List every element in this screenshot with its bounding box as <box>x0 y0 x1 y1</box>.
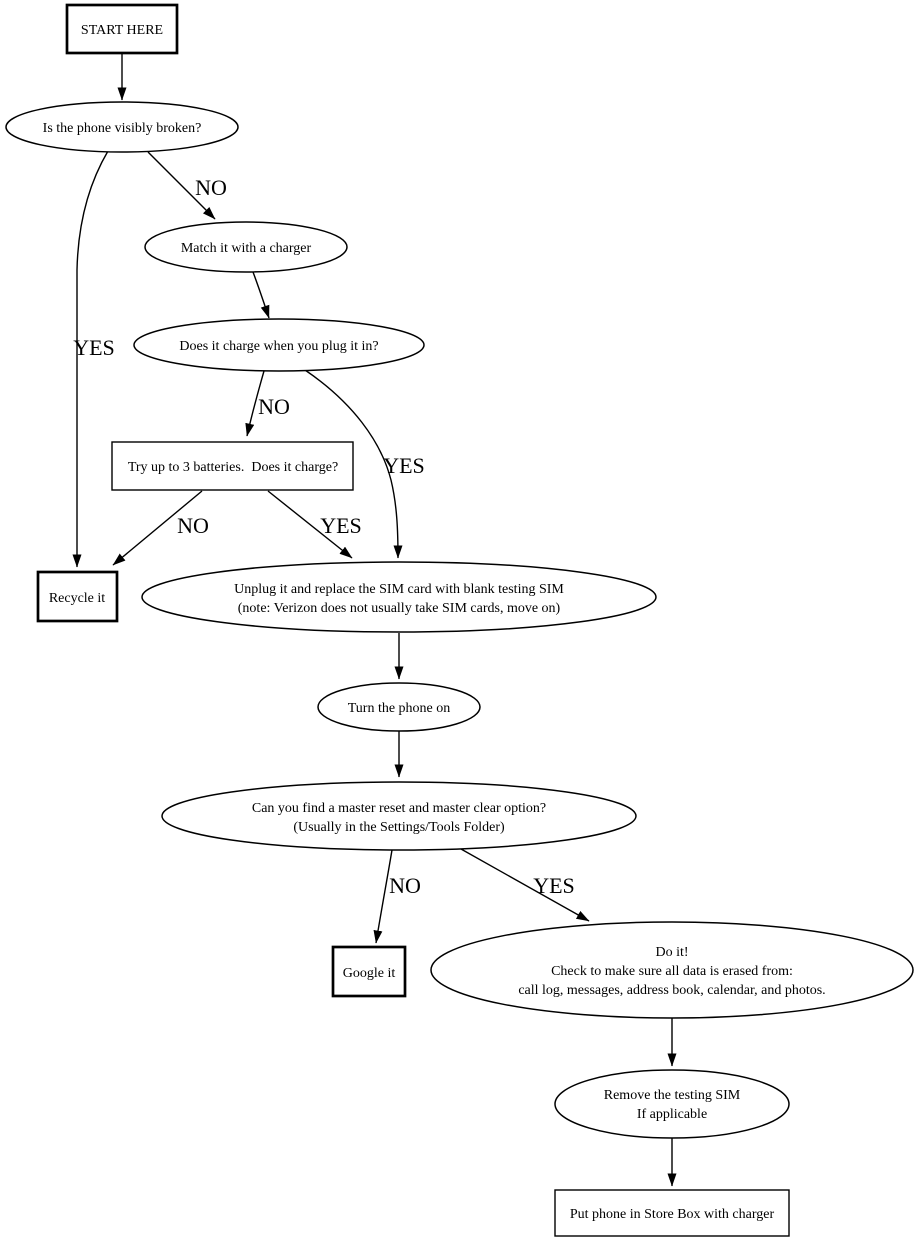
does-it-charge-ellipse <box>133 318 425 372</box>
replace-sim-label-line1: Unplug it and replace the SIM card with … <box>234 582 564 597</box>
try-batteries-label: Try up to 3 batteries. Does it charge? <box>128 460 338 475</box>
visibly-broken-label: Is the phone visibly broken? <box>43 121 202 136</box>
edge-reset-yes-to-do-it <box>460 848 590 922</box>
match-charger-ellipse <box>144 221 348 273</box>
master-reset-label-line2: (Usually in the Settings/Tools Folder) <box>293 820 505 835</box>
edge-broken-yes-to-recycle <box>72 150 109 568</box>
remove-sim-ellipse <box>554 1069 790 1139</box>
edge-label-batteries-no: NO <box>177 513 209 538</box>
visibly-broken-ellipse <box>5 101 239 153</box>
edge-batteries-yes-to-replace-sim <box>267 490 353 559</box>
edge-label-reset-yes: YES <box>533 873 575 898</box>
edges <box>72 53 677 1187</box>
do-it-label-line3: call log, messages, address book, calend… <box>518 983 825 998</box>
edge-labels: NO YES NO YES NO YES NO YES <box>73 175 575 898</box>
store-box-box <box>554 1189 790 1237</box>
do-it-label-line2: Check to make sure all data is erased fr… <box>551 964 793 979</box>
edge-charge-yes-to-replace-sim <box>304 369 403 559</box>
turn-on-label: Turn the phone on <box>348 701 451 716</box>
remove-sim-label-line2: If applicable <box>637 1107 707 1122</box>
replace-sim-label-line2: (note: Verizon does not usually take SIM… <box>238 601 561 616</box>
match-charger-label: Match it with a charger <box>181 241 312 256</box>
edge-batteries-no-to-recycle <box>112 490 203 566</box>
do-it-ellipse <box>430 921 914 1019</box>
nodes: START HERE Is the phone visibly broken? … <box>5 3 914 1237</box>
remove-sim-label-line1: Remove the testing SIM <box>604 1088 741 1103</box>
edge-label-broken-yes: YES <box>73 335 115 360</box>
replace-sim-ellipse <box>141 561 657 633</box>
edge-label-reset-no: NO <box>389 873 421 898</box>
start-here-label: START HERE <box>81 23 163 38</box>
master-reset-ellipse <box>161 781 637 851</box>
edge-reset-no-to-google <box>373 849 393 944</box>
recycle-box <box>36 570 119 623</box>
edge-match-to-charge <box>252 271 270 319</box>
edge-charge-no-to-batteries <box>245 370 265 437</box>
start-here-box <box>65 3 179 55</box>
store-box-label: Put phone in Store Box with charger <box>570 1207 775 1222</box>
recycle-label: Recycle it <box>49 591 105 606</box>
edge-label-broken-no: NO <box>195 175 227 200</box>
try-batteries-box <box>111 441 354 491</box>
edge-label-charge-yes: YES <box>383 453 425 478</box>
edge-broken-no-to-match <box>147 151 216 220</box>
edge-label-batteries-yes: YES <box>320 513 362 538</box>
google-it-label: Google it <box>343 966 396 981</box>
does-it-charge-label: Does it charge when you plug it in? <box>179 339 378 354</box>
master-reset-label-line1: Can you find a master reset and master c… <box>252 801 546 816</box>
edge-label-charge-no: NO <box>258 394 290 419</box>
do-it-label-line1: Do it! <box>655 945 688 960</box>
turn-on-ellipse <box>317 682 481 732</box>
google-it-box <box>331 945 407 998</box>
